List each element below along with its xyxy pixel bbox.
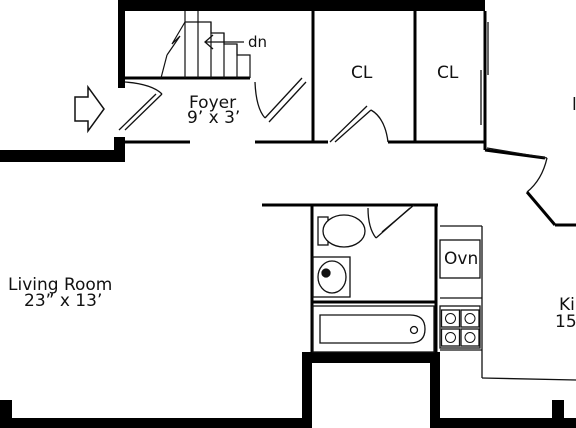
foyer-dims: 9’ x 3’ bbox=[187, 108, 241, 128]
closet-2-label: CL bbox=[437, 63, 459, 83]
stair bbox=[160, 11, 251, 79]
entry-arrow-icon bbox=[74, 84, 105, 134]
foyer-name: Foyer bbox=[189, 93, 237, 113]
living-room-name: Living Room bbox=[8, 275, 113, 295]
kitchen-dims: 15 bbox=[555, 312, 576, 332]
closet-1-label: CL bbox=[351, 63, 373, 83]
cropped-label: l bbox=[572, 95, 576, 115]
stair-label: dn bbox=[248, 33, 268, 51]
oven bbox=[439, 239, 481, 279]
kitchen-counter bbox=[440, 225, 576, 381]
toilet-icon bbox=[317, 214, 366, 248]
stove-burner-icon bbox=[439, 305, 481, 349]
kitchen-name: Ki bbox=[559, 295, 575, 315]
doors bbox=[118, 22, 548, 239]
bathtub-icon bbox=[312, 305, 435, 353]
interior-walls bbox=[125, 11, 576, 352]
stair-arrow-icon bbox=[204, 34, 244, 50]
oven-label: Ovn bbox=[444, 249, 479, 269]
living-room-dims: 23” x 13’ bbox=[24, 291, 103, 311]
sink-icon bbox=[312, 256, 351, 298]
